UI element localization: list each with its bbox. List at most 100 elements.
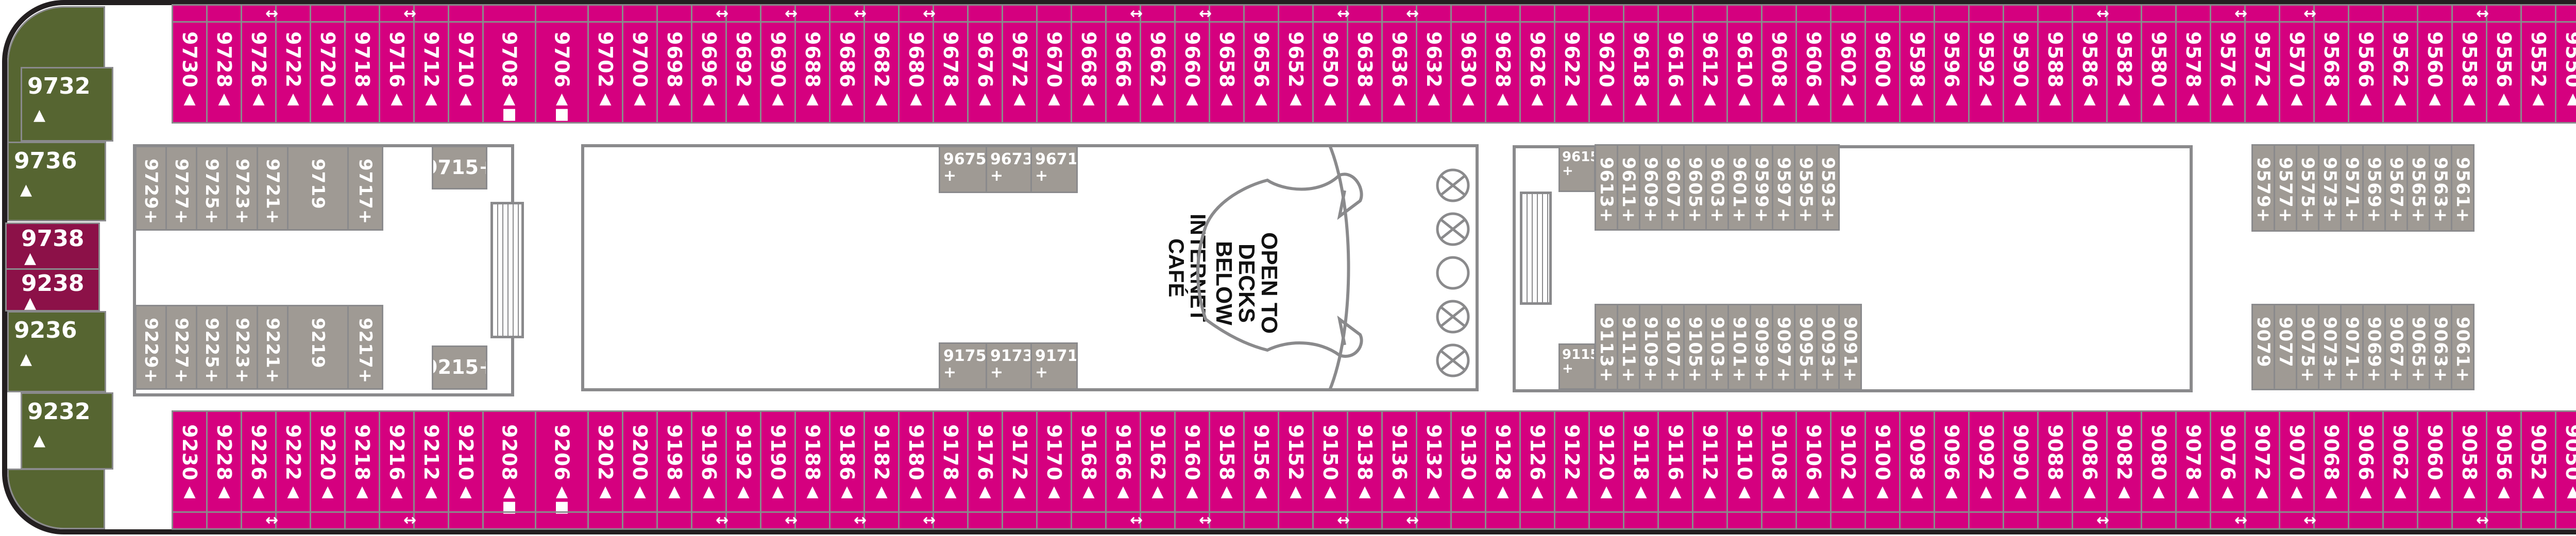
cabin-9062[interactable]: 9062▲ — [2382, 410, 2418, 530]
cabin-9072[interactable]: 9072▲ — [2244, 410, 2280, 530]
cabin-9208[interactable]: 9208▲■ — [482, 410, 536, 530]
cabin-9110[interactable]: 9110▲ — [1726, 410, 1762, 530]
cabin-9168[interactable]: 9168▲ — [1071, 410, 1107, 530]
cabin-9593[interactable]: 9593+ — [1816, 144, 1840, 231]
cabin-9067[interactable]: 9067+ — [2384, 304, 2408, 390]
cabin-9578[interactable]: 9578▲ — [2175, 4, 2211, 124]
cabin-9096[interactable]: 9096▲ — [1934, 410, 1970, 530]
cabin-9221[interactable]: 9221+ — [257, 305, 289, 390]
cabin-9680[interactable]: 9680▲ — [898, 4, 934, 124]
cabin-9727[interactable]: 9727+ — [165, 146, 197, 231]
cabin-9132[interactable]: 9132▲ — [1416, 410, 1452, 530]
cabin-9100[interactable]: 9100▲ — [1865, 410, 1901, 530]
cabin-9573[interactable]: 9573+ — [2318, 144, 2342, 232]
cabin-9717[interactable]: 9717+ — [347, 146, 383, 231]
cabin-9729[interactable]: 9729+ — [135, 146, 167, 231]
cabin-9565[interactable]: 9565+ — [2406, 144, 2430, 232]
cabin-9579[interactable]: 9579+ — [2251, 144, 2275, 232]
cabin-9068[interactable]: 9068▲ — [2313, 410, 2349, 530]
cabin-9582[interactable]: 9582▲ — [2106, 4, 2142, 124]
cabin-9676[interactable]: 9676▲ — [967, 4, 1003, 124]
cabin-9115[interactable]: 9115 + — [1558, 343, 1596, 390]
cabin-9056[interactable]: 9056▲ — [2486, 410, 2522, 530]
cabin-9052[interactable]: 9052▲ — [2520, 410, 2556, 530]
cabin-9719[interactable]: 9719 — [287, 146, 349, 231]
cabin-9612[interactable]: 9612▲ — [1692, 4, 1728, 124]
cabin-9215[interactable]: 9215+ — [432, 345, 487, 390]
cabin-9686[interactable]: 9686▲ — [829, 4, 865, 124]
cabin-9698[interactable]: 9698▲ — [656, 4, 692, 124]
cabin-9596[interactable]: 9596▲ — [1934, 4, 1970, 124]
cabin-9725[interactable]: 9725+ — [196, 146, 228, 231]
cabin-9078[interactable]: 9078▲ — [2175, 410, 2211, 530]
cabin-9656[interactable]: 9656▲ — [1243, 4, 1279, 124]
cabin-9138[interactable]: 9138▲ — [1347, 410, 1383, 530]
cabin-9182[interactable]: 9182▲ — [863, 410, 900, 530]
cabin-9229[interactable]: 9229+ — [135, 305, 167, 390]
cabin-9572[interactable]: 9572▲ — [2244, 4, 2280, 124]
cabin-9613[interactable]: 9613+ — [1595, 144, 1618, 231]
cabin-9712[interactable]: 9712▲ — [413, 4, 449, 124]
cabin-9192[interactable]: 9192▲ — [725, 410, 761, 530]
cabin-9092[interactable]: 9092▲ — [1968, 410, 2004, 530]
cabin-9622[interactable]: 9622▲ — [1554, 4, 1590, 124]
cabin-9723[interactable]: 9723+ — [226, 146, 258, 231]
cabin-9079[interactable]: 9079 — [2251, 304, 2275, 390]
cabin-9112[interactable]: 9112▲ — [1692, 410, 1728, 530]
cabin-9675[interactable]: 9675 + — [939, 146, 987, 193]
cabin-9592[interactable]: 9592▲ — [1968, 4, 2004, 124]
cabin-9230[interactable]: 9230▲ — [172, 410, 208, 530]
cabin-9088[interactable]: 9088▲ — [2037, 410, 2073, 530]
cabin-9550[interactable]: 9550▲ — [2555, 4, 2576, 124]
cabin-9599[interactable]: 9599+ — [1750, 144, 1773, 231]
cabin-9130[interactable]: 9130▲ — [1450, 410, 1486, 530]
cabin-9218[interactable]: 9218▲ — [344, 410, 380, 530]
cabin-9560[interactable]: 9560▲ — [2417, 4, 2453, 124]
cabin-9093[interactable]: 9093+ — [1816, 304, 1840, 390]
cabin-9726[interactable]: 9726▲ — [241, 4, 277, 124]
cabin-9601[interactable]: 9601+ — [1727, 144, 1751, 231]
cabin-9590[interactable]: 9590▲ — [2003, 4, 2039, 124]
cabin-9692[interactable]: 9692▲ — [725, 4, 761, 124]
cabin-9563[interactable]: 9563+ — [2429, 144, 2452, 232]
cabin-9061[interactable]: 9061+ — [2451, 304, 2475, 390]
cabin-9580[interactable]: 9580▲ — [2141, 4, 2177, 124]
cabin-9073[interactable]: 9073+ — [2318, 304, 2342, 390]
cabin-9170[interactable]: 9170▲ — [1036, 410, 1072, 530]
cabin-9597[interactable]: 9597+ — [1772, 144, 1795, 231]
cabin-9605[interactable]: 9605+ — [1683, 144, 1707, 231]
cabin-9158[interactable]: 9158▲ — [1209, 410, 1245, 530]
cabin-9586[interactable]: 9586▲ — [2072, 4, 2108, 124]
cabin-9116[interactable]: 9116▲ — [1657, 410, 1693, 530]
cabin-9152[interactable]: 9152▲ — [1278, 410, 1314, 530]
cabin-9652[interactable]: 9652▲ — [1278, 4, 1314, 124]
cabin-9118[interactable]: 9118▲ — [1623, 410, 1659, 530]
cabin-9126[interactable]: 9126▲ — [1519, 410, 1555, 530]
cabin-9600[interactable]: 9600▲ — [1865, 4, 1901, 124]
cabin-9122[interactable]: 9122▲ — [1554, 410, 1590, 530]
cabin-9173[interactable]: 9173 + — [986, 342, 1032, 390]
cabin-9608[interactable]: 9608▲ — [1761, 4, 1797, 124]
cabin-9616[interactable]: 9616▲ — [1657, 4, 1693, 124]
cabin-9732[interactable]: 9732 ▲ — [21, 67, 113, 142]
cabin-9128[interactable]: 9128▲ — [1485, 410, 1521, 530]
cabin-9718[interactable]: 9718▲ — [344, 4, 380, 124]
cabin-9050[interactable]: 9050▲ — [2555, 410, 2576, 530]
cabin-9171[interactable]: 9171 + — [1030, 342, 1078, 390]
cabin-9609[interactable]: 9609+ — [1639, 144, 1663, 231]
cabin-9602[interactable]: 9602▲ — [1830, 4, 1866, 124]
cabin-9219[interactable]: 9219 — [287, 305, 349, 390]
cabin-9156[interactable]: 9156▲ — [1243, 410, 1279, 530]
cabin-9200[interactable]: 9200▲ — [622, 410, 658, 530]
cabin-9080[interactable]: 9080▲ — [2141, 410, 2177, 530]
cabin-9678[interactable]: 9678▲ — [933, 4, 969, 124]
cabin-9588[interactable]: 9588▲ — [2037, 4, 2073, 124]
cabin-9198[interactable]: 9198▲ — [656, 410, 692, 530]
cabin-9595[interactable]: 9595+ — [1794, 144, 1818, 231]
cabin-9190[interactable]: 9190▲ — [760, 410, 796, 530]
cabin-9558[interactable]: 9558▲ — [2451, 4, 2487, 124]
cabin-9710[interactable]: 9710▲ — [448, 4, 484, 124]
cabin-9160[interactable]: 9160▲ — [1174, 410, 1210, 530]
cabin-9618[interactable]: 9618▲ — [1623, 4, 1659, 124]
cabin-9598[interactable]: 9598▲ — [1899, 4, 1935, 124]
